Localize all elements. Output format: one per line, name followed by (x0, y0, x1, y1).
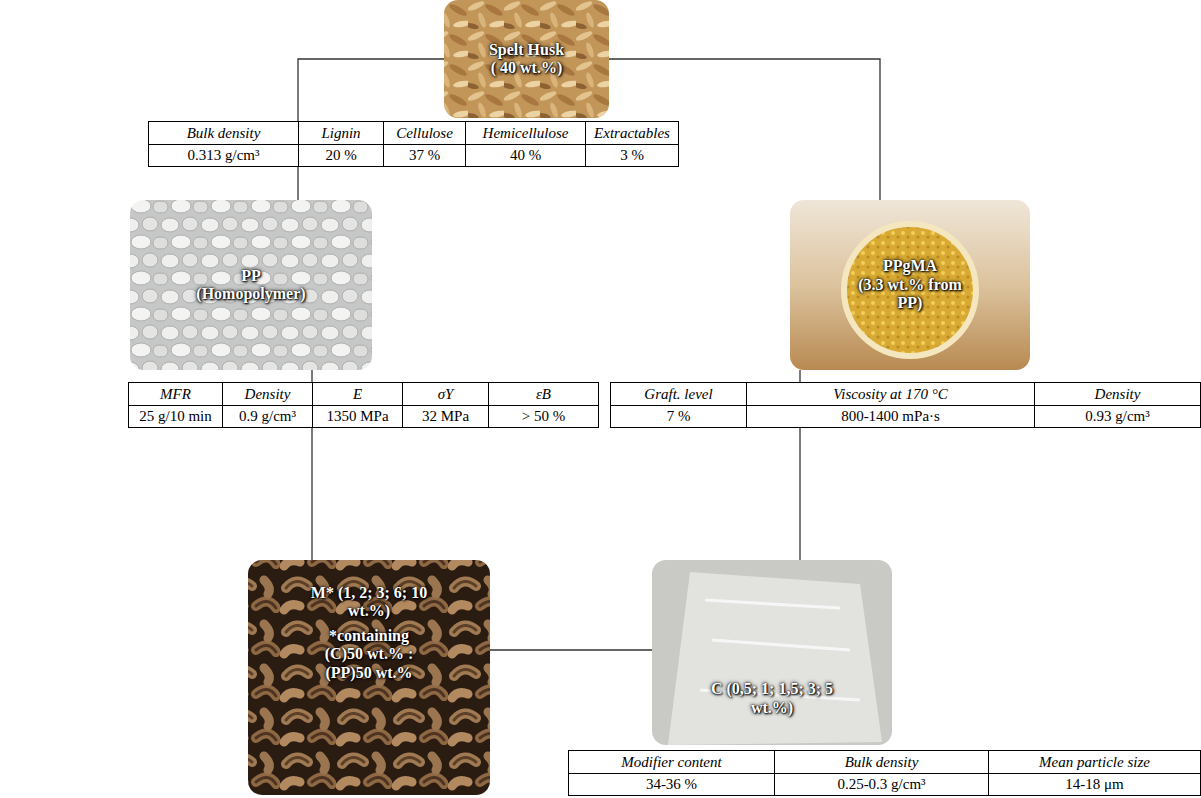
node-label: (3.3 wt.% from PP) (848, 276, 973, 313)
table-value: 800-1400 mPa·s (841, 408, 940, 425)
table-cell: Density (223, 383, 313, 406)
table-header: εB (536, 386, 551, 403)
granule-bowl (844, 224, 976, 356)
connector-line (490, 649, 652, 650)
table-value: 20 % (325, 147, 356, 164)
property-table: Modifier content Bulk density Mean particl… (568, 750, 1201, 796)
table-cell: Lignin (299, 122, 384, 145)
node-label: *containing (C)50 wt.% : (PP)50 wt.% (313, 627, 425, 682)
table-value: 3 % (620, 147, 644, 164)
photo-box: PPgMA(3.3 wt.% from PP) (790, 200, 1030, 370)
ppgma-photo (790, 200, 1030, 370)
table-cell: 1350 MPa (313, 406, 403, 428)
table-cell: Hemicellulose (466, 122, 586, 145)
table-value: 0.9 g/cm³ (239, 408, 296, 425)
table-value: 25 g/10 min (139, 408, 212, 425)
table-cell: MFR (129, 383, 223, 406)
table-value: > 50 % (522, 408, 565, 425)
pp-photo (130, 200, 372, 370)
table-value: 0.93 g/cm³ (1085, 408, 1150, 425)
table-value: 14-18 μm (1065, 776, 1123, 793)
property-table: Graft. level Viscosity at 170 °C Density 7 … (610, 382, 1201, 428)
table-cell: Extractables (586, 122, 679, 145)
table-cell: 34-36 % (569, 774, 775, 796)
table-header: Viscosity at 170 °C (833, 386, 947, 403)
property-table: MFR Density EσY εB 25 g/10 min 0.9 g/cm³ 1350 … (128, 382, 599, 428)
table-header: Density (1095, 386, 1141, 403)
table-cell: Viscosity at 170 °C (747, 383, 1035, 406)
husk-photo (444, 0, 609, 118)
table-value: 1350 MPa (326, 408, 388, 425)
table-header: σY (438, 386, 454, 403)
table-header: Modifier content (621, 754, 721, 771)
table-value: 32 MPa (422, 408, 469, 425)
node-label: Spelt Husk (489, 41, 564, 59)
photo-box: Spelt Husk( 40 wt.%) (444, 0, 609, 118)
pellet-texture (130, 200, 372, 370)
node-label: PP (241, 267, 261, 285)
table-cell: Bulk density (775, 751, 989, 774)
table-cell: Density (1035, 383, 1201, 406)
table-header: Graft. level (644, 386, 712, 403)
table-header: Bulk density (187, 125, 261, 142)
photo-box: PP(Homopolymer) (130, 200, 372, 370)
table-header: Extractables (594, 125, 670, 142)
photo-box: M* (1, 2; 3; 6; 10 wt.%) *containing (C)5… (248, 560, 490, 795)
table-value: 0.25-0.3 g/cm³ (837, 776, 925, 793)
pellet-texture (248, 560, 490, 795)
table-cell: 14-18 μm (989, 774, 1201, 796)
table-cell: 0.9 g/cm³ (223, 406, 313, 428)
filler-photo (652, 560, 892, 745)
table-header: Bulk density (845, 754, 919, 771)
node-label: PPgMA (883, 257, 937, 275)
table-cell: 20 % (299, 145, 384, 167)
table-value: 40 % (510, 147, 541, 164)
table-cell: 0.93 g/cm³ (1035, 406, 1201, 428)
table-value: 37 % (409, 147, 440, 164)
table-header: Density (245, 386, 291, 403)
table-cell: > 50 % (489, 406, 599, 428)
table-cell: σY (403, 383, 489, 406)
node-label: ( 40 wt.%) (491, 59, 563, 77)
table-surface (790, 200, 1030, 370)
table-cell: εB (489, 383, 599, 406)
table-header: Cellulose (396, 125, 453, 142)
node-label: C (0,5; 1; 1,5; 3; 5 wt.%) (706, 680, 838, 717)
table-cell: 0.313 g/cm³ (149, 145, 299, 167)
table-cell: Bulk density (149, 122, 299, 145)
table-cell: 32 MPa (403, 406, 489, 428)
masterbatch-photo (248, 560, 490, 795)
photo-box: C (0,5; 1; 1,5; 3; 5 wt.%) (652, 560, 892, 745)
table-header: Mean particle size (1039, 754, 1150, 771)
table-header: Lignin (321, 125, 360, 142)
node-label: M* (1, 2; 3; 6; 10 wt.%) (297, 584, 442, 621)
table-cell: Graft. level (611, 383, 747, 406)
table-cell: Mean particle size (989, 751, 1201, 774)
table-cell: 40 % (466, 145, 586, 167)
node-label: (Homopolymer) (196, 285, 305, 303)
table-cell: 25 g/10 min (129, 406, 223, 428)
table-cell: E (313, 383, 403, 406)
table-header: Hemicellulose (483, 125, 569, 142)
husk-texture (444, 0, 609, 118)
table-header: E (353, 386, 362, 403)
table-cell: 3 % (586, 145, 679, 167)
table-cell: Cellulose (384, 122, 466, 145)
table-header: MFR (160, 386, 191, 403)
bag-background (652, 560, 892, 745)
table-cell: 0.25-0.3 g/cm³ (775, 774, 989, 796)
plastic-bag (668, 572, 882, 745)
table-value: 7 % (667, 408, 691, 425)
table-value: 0.313 g/cm³ (188, 147, 260, 164)
table-value: 34-36 % (646, 776, 697, 793)
table-cell: Modifier content (569, 751, 775, 774)
table-cell: 800-1400 mPa·s (747, 406, 1035, 428)
property-table: Bulk density Lignin Cellulose Hemicellulose… (148, 121, 679, 167)
table-cell: 7 % (611, 406, 747, 428)
table-cell: 37 % (384, 145, 466, 167)
